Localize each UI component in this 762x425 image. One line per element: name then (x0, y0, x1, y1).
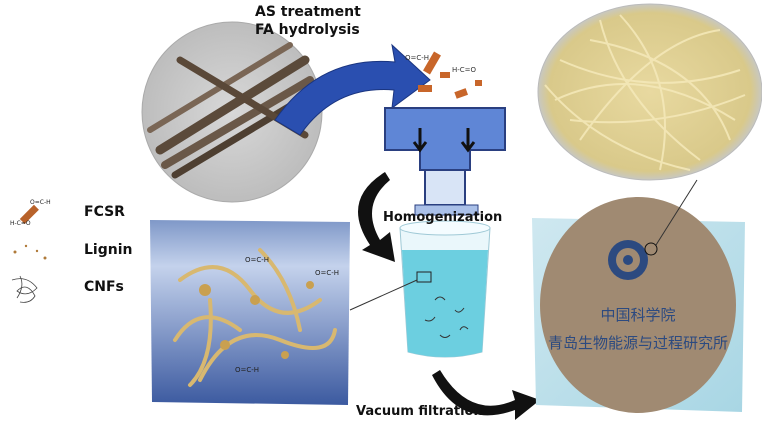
step-vacuum-filtration-label: Vacuum filtration (356, 404, 483, 419)
svg-text:O=C-H: O=C-H (30, 199, 51, 206)
svg-text:H-C=O: H-C=O (452, 66, 477, 74)
fcsr-fragments: O=C-H H-C=O (405, 51, 482, 99)
raw-sticks-photo (141, 21, 323, 203)
arrow-icon (274, 43, 431, 136)
film-text-line1: 中国科学院 (600, 306, 675, 324)
fcsr-rod-icon: H-C=O O=C-H (10, 199, 51, 227)
svg-text:O=C-H: O=C-H (405, 54, 429, 62)
step-as-treatment-label: AS treatment (255, 4, 361, 20)
formyl-label: O=C-H (315, 269, 339, 277)
formyl-label: O=C-H (235, 366, 259, 374)
sem-fiber-disc (537, 3, 762, 181)
step-homogenization-label: Homogenization (383, 210, 503, 225)
beaker (399, 220, 491, 358)
homogenizer (384, 107, 506, 216)
cnf-suspension-illustration: O=C-H O=C-H O=C-H (150, 220, 350, 405)
svg-text:H-C=O: H-C=O (10, 220, 31, 227)
lignin-dots-icon (13, 244, 47, 260)
legend-lignin-label: Lignin (84, 242, 133, 258)
film-text-line2: 青岛生物能源与过程研究所 (548, 334, 728, 352)
formyl-label: O=C-H (245, 256, 269, 264)
cnf-film-photo: 中国科学院 青岛生物能源与过程研究所 (532, 179, 745, 413)
cnf-fibers-icon (11, 275, 38, 303)
legend-fcsr-label: FCSR (84, 204, 125, 220)
legend-cnfs-label: CNFs (84, 279, 124, 295)
zoom-connector-line (349, 279, 418, 311)
step-fa-hydrolysis-label: FA hydrolysis (255, 22, 360, 38)
curved-arrow-icon (432, 370, 540, 420)
curved-arrow-icon (358, 172, 395, 262)
